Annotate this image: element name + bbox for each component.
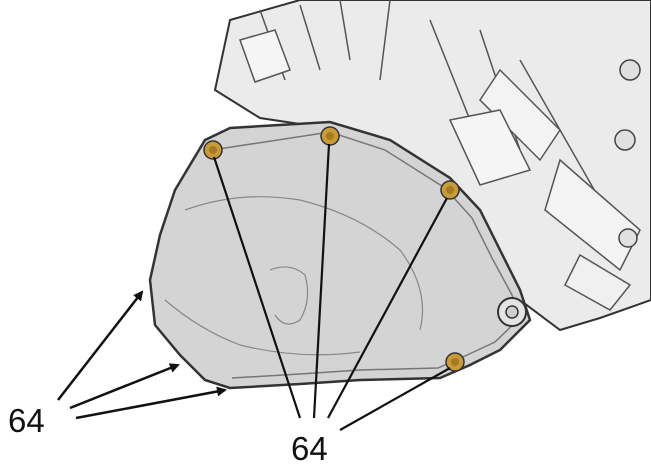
- bolt-icon: [320, 126, 340, 146]
- bolt-icon: [203, 140, 223, 160]
- callout-label-bottom: 64: [291, 430, 328, 467]
- bolt-icon: [445, 352, 465, 372]
- bolt-leader-lines: [212, 143, 451, 431]
- pointer-arrow-icon: [57, 290, 227, 420]
- bolt-icon: [440, 180, 460, 200]
- callout-label-left: 64: [8, 402, 45, 439]
- gearbox-housing: [213, 0, 651, 332]
